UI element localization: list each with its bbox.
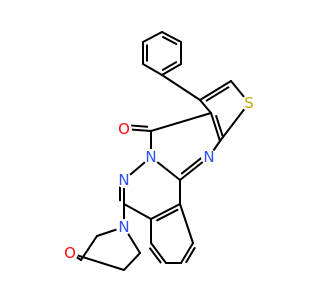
bond-bz3-bz4: [180, 242, 194, 264]
atom-O-symbol: O: [118, 120, 130, 138]
bond-ph4-C3: [161, 74, 201, 101]
bond-ph6-ph1: [142, 31, 163, 43]
bond-bz3-bz4-second: [185, 247, 196, 264]
bond-ph4-ph5: [142, 63, 163, 76]
bond-C3a-C3: [199, 99, 212, 114]
atom-O-morpholine-symbol: O: [64, 244, 76, 262]
bond-C7a-C3a: [210, 112, 221, 142]
bond-Mc3-Mc4: [123, 252, 141, 271]
bond-C7b-C11b: [150, 203, 181, 220]
bond-Mc4-Om: [69, 252, 125, 271]
atom-N-morpholine: N: [116, 218, 132, 236]
bond-C3-C2-second: [205, 86, 230, 102]
bond-bz1-bz2: [150, 242, 167, 264]
bond-N1-C10-second: [180, 156, 204, 175]
bond-C7-C7b: [123, 203, 152, 220]
atom-label-layer: O N N N N O S: [62, 94, 257, 262]
bond-ph1-ph2: [161, 31, 182, 43]
molecule-structure: O N N N N O S: [62, 31, 257, 271]
bond-ph3-ph4: [161, 63, 182, 76]
atom-N-top: N: [143, 148, 159, 166]
bond-C7b-C11b-second: [156, 208, 179, 222]
bond-layer: [69, 31, 250, 271]
atom-S: S: [241, 94, 257, 112]
atom-O: O: [116, 120, 132, 138]
atom-N-morpholine-symbol: N: [118, 218, 129, 236]
atom-O-morpholine: O: [62, 244, 78, 262]
bond-ph3-ph4-second: [161, 61, 178, 71]
bond-ph1-ph2-second: [161, 36, 178, 46]
atom-S-symbol: S: [244, 94, 254, 112]
atom-N-pyrimidine: N: [201, 148, 217, 166]
bond-C3a-C4: [150, 112, 212, 132]
atom-N-phthalazine: N: [116, 171, 132, 189]
bond-bz4-C11b: [179, 203, 194, 244]
bond-bz1-bz2-second: [149, 247, 162, 264]
bond-C4-O-second: [127, 124, 149, 128]
atom-N-phthalazine-symbol: N: [118, 171, 129, 189]
atom-N-top-symbol: N: [145, 148, 156, 166]
bond-C7a-C3a-second: [215, 114, 224, 137]
bond-C3-C2: [199, 80, 232, 101]
atom-N-pyrimidine-symbol: N: [203, 148, 214, 166]
bond-Mc1-Mc2: [80, 235, 98, 261]
